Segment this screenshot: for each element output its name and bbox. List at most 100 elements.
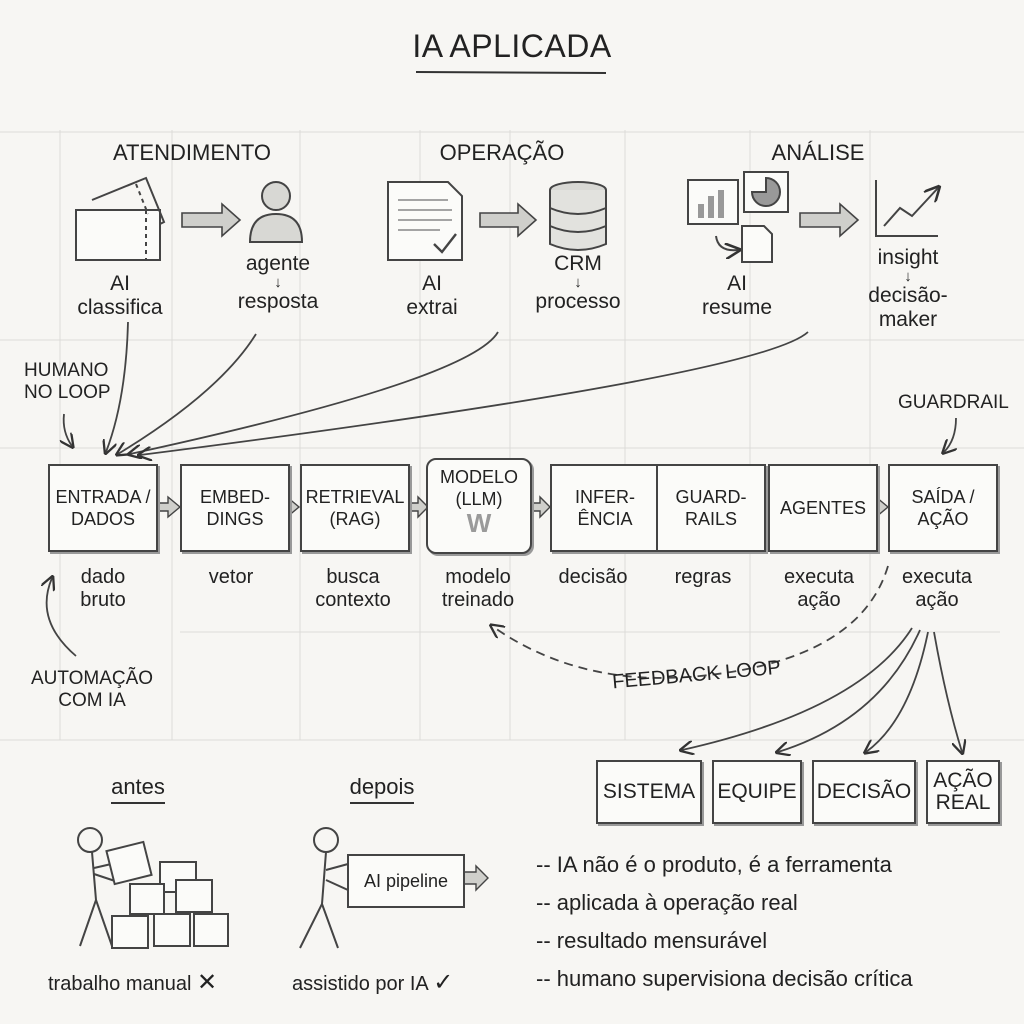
box-line: REAL	[935, 791, 991, 814]
box-line: GUARD-	[675, 487, 747, 507]
sub-line: busca	[326, 566, 380, 588]
note-guardrail: GUARDRAIL	[898, 392, 1009, 413]
box-line: INFER-	[575, 487, 635, 507]
box-line: SAÍDA /	[911, 487, 975, 507]
document-check-icon	[387, 181, 463, 261]
sub-label-inferencia: decisão	[528, 566, 658, 589]
pipeline-box-guardrails: GUARD- RAILS	[656, 464, 766, 552]
label-line: resposta	[237, 290, 319, 313]
sub-line: decisão	[558, 566, 628, 588]
box-line: AGENTES	[779, 498, 867, 518]
manual-work-illustration	[77, 827, 229, 949]
output-arrows	[682, 627, 962, 752]
label-ai-extrai: AI extrai	[352, 272, 512, 320]
sub-label-retrieval: busca contexto	[288, 566, 418, 612]
caption-text: trabalho manual	[48, 973, 192, 995]
box-line: RAILS	[684, 509, 738, 529]
sub-line: regras	[674, 566, 732, 588]
ticket-icon	[75, 176, 166, 261]
list-item: resultado mensurável	[536, 922, 913, 960]
box-line: ÊNCIA	[577, 509, 633, 529]
output-box-decisao: DECISÃO	[812, 760, 916, 824]
box-line: AÇÃO	[917, 509, 969, 529]
heading-text: antes	[111, 774, 165, 804]
box-line: DINGS	[206, 509, 264, 529]
check-icon: ✓	[433, 969, 454, 996]
box-line: DADOS	[70, 509, 135, 529]
report-charts-icon	[687, 171, 789, 263]
pipeline-box-entrada: ENTRADA / DADOS	[48, 464, 158, 552]
list-item: aplicada à operação real	[536, 884, 913, 922]
label-line: AI	[727, 272, 747, 295]
sub-line: modelo	[445, 566, 511, 588]
caption-text: assistido por IA	[292, 973, 428, 995]
label-insight: insight ↓ decisão- maker	[828, 246, 988, 332]
label-line: processo	[535, 290, 621, 313]
sub-line: treinado	[441, 589, 515, 611]
caption-manual: trabalho manual ✕	[48, 968, 217, 997]
down-arrow-icon: ↓	[904, 268, 912, 285]
sub-label-embeddings: vetor	[166, 566, 296, 589]
output-box-sistema: SISTEMA	[596, 760, 702, 824]
sub-line: vetor	[208, 566, 254, 588]
label-ai-classifica: AI classifica	[40, 272, 200, 320]
caption-assistido: assistido por IA ✓	[292, 968, 453, 997]
key-points-list: IA não é o produto, é a ferramenta aplic…	[536, 846, 913, 998]
model-logo-icon: W	[466, 508, 492, 538]
label-line: classifica	[77, 296, 163, 319]
heading-depois: depois	[322, 774, 442, 804]
sub-label-modelo: modelo treinado	[413, 566, 543, 612]
output-box-acao-real: AÇÃO REAL	[926, 760, 1000, 824]
label-line: AI	[110, 272, 130, 295]
page-title: IA APLICADA	[412, 28, 612, 64]
box-line: AÇÃO	[933, 769, 993, 792]
list-item: IA não é o produto, é a ferramenta	[536, 846, 913, 884]
label-line: AI	[422, 272, 442, 295]
label-crm: CRM ↓ processo	[498, 252, 658, 314]
pipeline-box-retrieval: RETRIEVAL (RAG)	[300, 464, 410, 552]
heading-text: depois	[349, 774, 415, 804]
sub-label-agentes: executa ação	[754, 566, 884, 612]
label-line: decisão-	[868, 284, 948, 307]
label-line: insight	[877, 246, 939, 269]
process-arrow-icon	[181, 202, 860, 238]
section-analise: ANÁLISE	[771, 140, 865, 165]
box-line: RETRIEVAL	[305, 487, 405, 507]
ai-pipeline-sign: AI pipeline	[347, 854, 465, 908]
box-line: EMBED-	[199, 487, 270, 507]
pipeline-box-inferencia: INFER- ÊNCIA	[550, 464, 660, 552]
pipeline-box-agentes: AGENTES	[768, 464, 878, 552]
label-line: agente	[245, 252, 311, 275]
person-icon	[248, 181, 304, 243]
sub-line: ação	[915, 589, 959, 611]
sub-line: executa	[783, 566, 855, 588]
sub-line: ação	[797, 589, 841, 611]
label-line: maker	[878, 308, 938, 331]
box-line: (RAG)	[329, 509, 381, 529]
note-humano-no-loop: HUMANO NO LOOP	[24, 360, 111, 404]
label-ai-resume: AI resume	[657, 272, 817, 320]
sub-line: bruto	[80, 589, 126, 611]
sub-label-saida: executa ação	[872, 566, 1002, 612]
sub-label-guardrails: regras	[638, 566, 768, 589]
sub-line: dado	[80, 566, 126, 588]
box-line: (LLM)	[455, 489, 503, 509]
label-line: resume	[701, 296, 773, 319]
box-line: ENTRADA /	[55, 487, 151, 507]
trend-chart-icon	[875, 180, 938, 237]
note-line: COM IA	[58, 690, 126, 711]
database-icon	[549, 181, 607, 251]
box-line: MODELO	[439, 467, 518, 487]
sub-line: contexto	[315, 589, 391, 611]
pipeline-box-embeddings: EMBED- DINGS	[180, 464, 290, 552]
sub-label-entrada: dado bruto	[38, 566, 168, 612]
down-arrow-icon: ↓	[274, 274, 282, 291]
note-automacao: AUTOMAÇÃO COM IA	[28, 668, 156, 712]
assisted-work-illustration	[299, 827, 489, 949]
label-line: extrai	[406, 296, 458, 319]
list-item: humano supervisiona decisão crítica	[536, 960, 913, 998]
sub-line: executa	[901, 566, 973, 588]
section-atendimento: ATENDIMENTO	[112, 140, 272, 165]
down-arrow-icon: ↓	[574, 274, 582, 291]
